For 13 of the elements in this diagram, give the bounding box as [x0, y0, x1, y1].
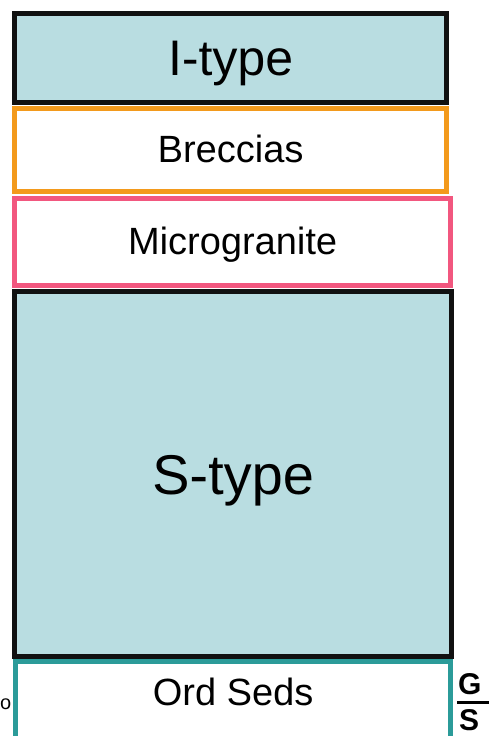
layer-box	[12, 196, 453, 288]
fraction-numerator: G	[458, 670, 482, 700]
layer-label: Ord Seds	[152, 672, 314, 715]
layer-label: Microgranite	[128, 220, 338, 264]
layer-box	[12, 11, 449, 105]
layer-box	[12, 289, 454, 659]
fraction-denominator: S	[459, 706, 480, 736]
layer-label: S-type	[152, 442, 314, 506]
layer-label: Breccias	[158, 128, 304, 172]
layer-label: I-type	[168, 29, 294, 87]
edge-text: o	[0, 693, 12, 713]
layer-box	[13, 659, 453, 736]
layer-box	[12, 106, 449, 194]
